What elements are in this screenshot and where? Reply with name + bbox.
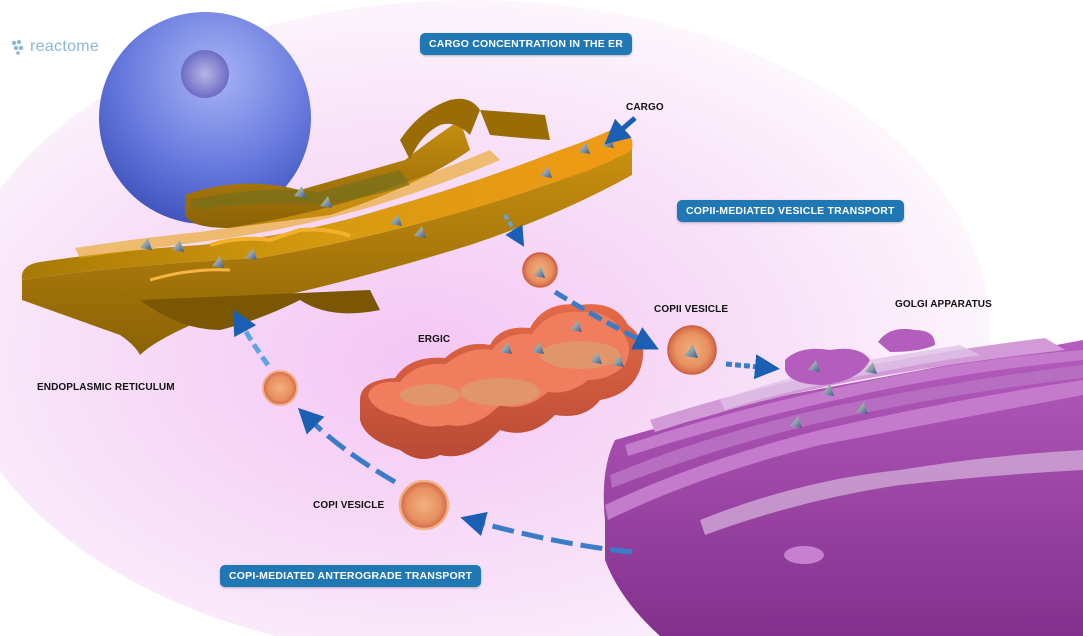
copi-transport-banner: COPI-MEDIATED ANTEROGRADE TRANSPORT — [220, 565, 481, 587]
ergic-label: ERGIC — [418, 334, 450, 345]
cargo-concentration-banner: CARGO CONCENTRATION IN THE ER — [420, 33, 632, 55]
copii-transport-banner: COPII-MEDIATED VESICLE TRANSPORT — [677, 200, 904, 222]
reactome-icon — [10, 39, 28, 55]
reactome-logo: reactome — [10, 38, 99, 56]
copii-vesicle-shape — [668, 326, 716, 374]
copi-vesicle-small-shape — [263, 371, 297, 405]
golgi-apparatus-label: GOLGI APPARATUS — [895, 299, 992, 310]
cargo-label: CARGO — [626, 102, 664, 113]
copii-vesicle-label: COPII VESICLE — [654, 304, 728, 315]
copi-vesicle-shape — [400, 481, 448, 529]
budding-vesicle — [523, 253, 557, 287]
logo-text: reactome — [30, 38, 99, 56]
endoplasmic-reticulum-label: ENDOPLASMIC RETICULUM — [37, 382, 175, 393]
copi-vesicle-label: COPI VESICLE — [313, 500, 384, 511]
